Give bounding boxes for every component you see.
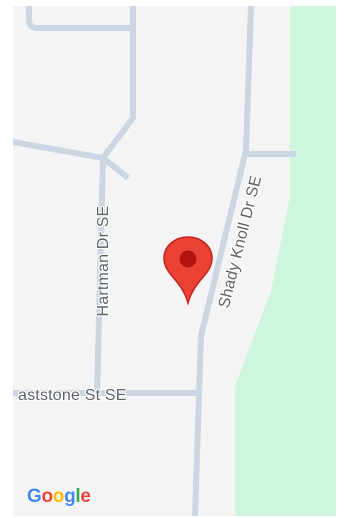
- map-view[interactable]: Hartman Dr SE Shady Knoll Dr SE aststone…: [13, 6, 336, 516]
- map-canvas[interactable]: [13, 6, 336, 516]
- map-pin-icon[interactable]: [161, 236, 215, 306]
- road-upper-junction[interactable]: [13, 6, 136, 161]
- logo-letter: e: [80, 486, 91, 507]
- park-area: [235, 6, 336, 516]
- road-shady-knoll-dr[interactable]: [192, 6, 254, 516]
- logo-letter: o: [52, 486, 65, 507]
- google-logo: Google: [27, 486, 91, 508]
- road-top-curve[interactable]: [26, 6, 131, 31]
- road-connector[interactable]: [101, 155, 130, 181]
- marker-dot: [179, 250, 197, 268]
- marker-body: [163, 236, 213, 306]
- road-hartman-dr[interactable]: [94, 157, 106, 397]
- street-label-hartman: Hartman Dr SE: [95, 205, 112, 317]
- street-label-eaststone: aststone St SE: [18, 387, 127, 404]
- logo-letter: g: [64, 486, 76, 507]
- logo-letter: l: [75, 486, 81, 507]
- logo-letter: o: [41, 486, 53, 507]
- logo-letter: G: [27, 486, 42, 507]
